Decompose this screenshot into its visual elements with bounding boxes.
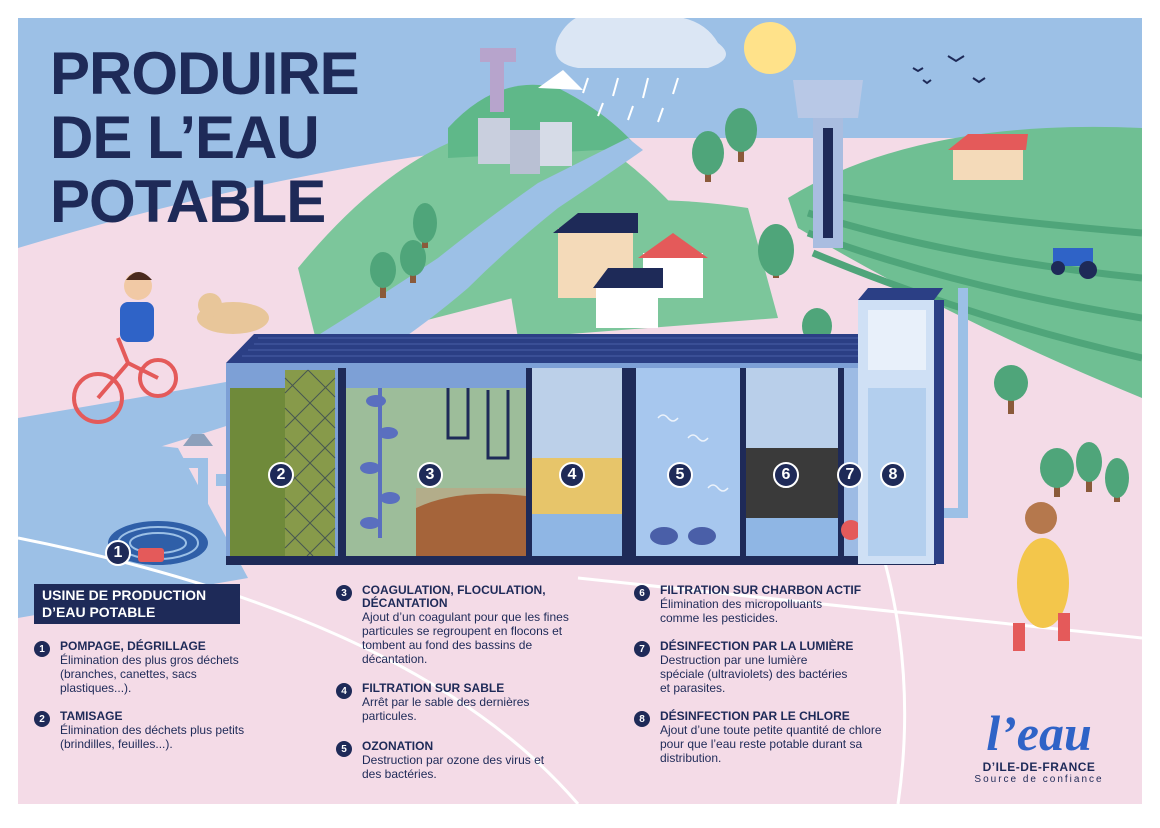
- legend-item-8: 8 DÉSINFECTION PAR LE CHLORE Ajout d’une…: [634, 710, 884, 765]
- legend-item-1: 1 POMPAGE, DÉGRILLAGE Élimination des pl…: [34, 640, 284, 695]
- step-badge-2: 2: [268, 462, 294, 488]
- legend-number: 3: [336, 585, 352, 601]
- legend-number: 7: [634, 641, 650, 657]
- legend-item-title: POMPAGE, DÉGRILLAGE: [60, 639, 206, 653]
- step-badge-4: 4: [559, 462, 585, 488]
- legend-item-title: TAMISAGE: [60, 709, 123, 723]
- legend-number: 5: [336, 741, 352, 757]
- legend-item-title: FILTRATION SUR SABLE: [362, 681, 505, 695]
- step-badge-1: 1: [105, 540, 131, 566]
- title-line: POTABLE: [50, 168, 326, 235]
- title-line: PRODUIRE: [50, 40, 360, 107]
- legend-number: 6: [634, 585, 650, 601]
- step-badge-5: 5: [667, 462, 693, 488]
- legend-item-text: Élimination des déchets plus petits (bri…: [60, 723, 245, 751]
- legend-heading: USINE DE PRODUCTION D’EAU POTABLE: [34, 584, 240, 624]
- step-badge-3: 3: [417, 462, 443, 488]
- legend-item-title: DÉSINFECTION PAR LE CHLORE: [660, 709, 850, 723]
- logo-name: D’ILE-DE-FRANCE: [982, 760, 1096, 774]
- legend-item-title: OZONATION: [362, 739, 434, 753]
- legend-item-text: Ajout d’un coagulant pour que les fines …: [362, 610, 569, 666]
- legend-item-2: 2 TAMISAGE Élimination des déchets plus …: [34, 710, 284, 751]
- legend-item-7: 7 DÉSINFECTION PAR LA LUMIÈRE Destructio…: [634, 640, 884, 695]
- logo-tagline: Source de confiance: [974, 774, 1104, 785]
- legend-number: 8: [634, 711, 650, 727]
- legend-item-title: DÉSINFECTION PAR LA LUMIÈRE: [660, 639, 854, 653]
- logo-wordmark: l’eau: [986, 705, 1092, 761]
- title-line: DE L’EAU: [50, 104, 320, 171]
- legend-item-text: Destruction par une lumière spéciale (ul…: [660, 653, 848, 695]
- legend-item-title: COAGULATION, FLOCULATION, DÉCANTATION: [362, 583, 546, 610]
- legend-item-text: Élimination des plus gros déchets (branc…: [60, 653, 239, 695]
- legend-item-text: Ajout d’une toute petite quantité de chl…: [660, 723, 882, 765]
- brand-logo: l’eau D’ILE-DE-FRANCE Source de confianc…: [964, 706, 1114, 785]
- legend-number: 4: [336, 683, 352, 699]
- step-badge-6: 6: [773, 462, 799, 488]
- legend-item-3: 3 COAGULATION, FLOCULATION, DÉCANTATION …: [336, 584, 586, 666]
- legend-item-text: Arrêt par le sable des dernières particu…: [362, 695, 530, 723]
- legend-item-text: Destruction par ozone des virus et des b…: [362, 753, 545, 781]
- step-badge-8: 8: [880, 462, 906, 488]
- legend-number: 2: [34, 711, 50, 727]
- legend-item-5: 5 OZONATION Destruction par ozone des vi…: [336, 740, 586, 781]
- legend-item-6: 6 FILTRATION SUR CHARBON ACTIF Éliminati…: [634, 584, 884, 625]
- legend-item-text: Élimination des micropolluants comme les…: [660, 597, 823, 625]
- legend-number: 1: [34, 641, 50, 657]
- poster-title: PRODUIRE DE L’EAU POTABLE: [50, 40, 360, 235]
- infographic-poster: PRODUIRE DE L’EAU POTABLE 1 2 3 4 5 6 7 …: [18, 18, 1142, 804]
- step-badge-7: 7: [837, 462, 863, 488]
- legend-item-4: 4 FILTRATION SUR SABLE Arrêt par le sabl…: [336, 682, 586, 723]
- legend-item-title: FILTRATION SUR CHARBON ACTIF: [660, 583, 862, 597]
